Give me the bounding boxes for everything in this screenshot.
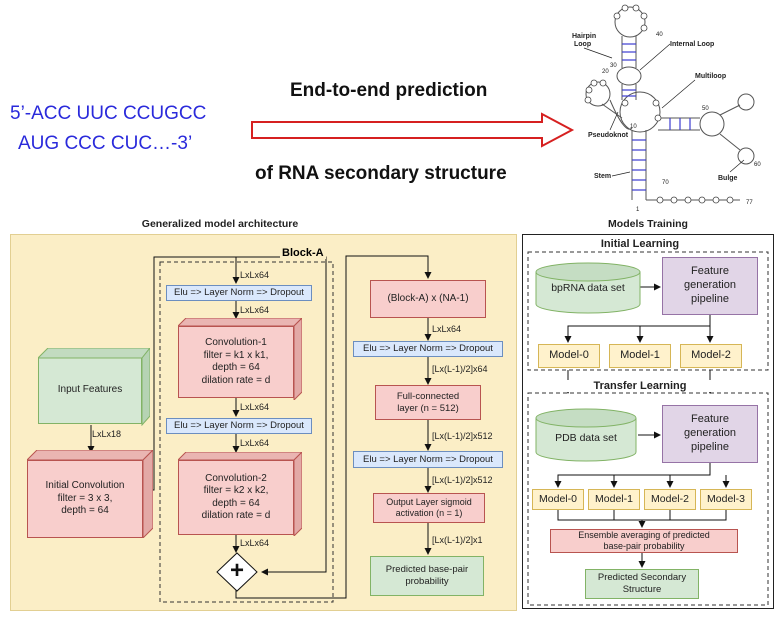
input-features-3d-top [38,348,150,426]
feature-generation-pipeline-1: Feature generation pipeline [662,257,758,315]
plus-icon: + [229,557,244,584]
sequence-line-1: 5’-ACC UUC CCUGCC [10,103,207,124]
elu-layernorm-dropout-3: Elu => Layer Norm => Dropout [353,341,503,357]
svg-text:50: 50 [702,106,709,112]
output-layer-box: Output Layer sigmoid activation (n = 1) [373,493,485,523]
dim-after-elu2: LxLx64 [240,438,270,448]
label-hairpin-loop: Hairpin [572,33,596,40]
block-a-title: Block-A [280,247,326,259]
transfer-model-3: Model-3 [700,489,752,510]
dim-after-elu1: LxLx64 [240,305,270,315]
svg-text:77: 77 [746,200,753,206]
dim-col2-a: LxLx64 [432,324,462,334]
convolution-2-box: Convolution-2 filter = k2 x k2, depth = … [178,460,294,535]
pdb-cylinder [535,408,637,462]
transfer-model-1: Model-1 [588,489,640,510]
svg-text:60: 60 [754,162,761,168]
add-node [216,552,258,592]
title-line-2: of RNA secondary structure [255,163,507,184]
svg-text:70: 70 [662,180,669,186]
block-a-repeat-label: (Block-A) x (NA-1) [387,292,469,304]
dim-block-top: LxLx64 [240,270,270,280]
elu-layernorm-dropout-4: Elu => Layer Norm => Dropout [353,451,503,468]
dim-col2-b: [Lx(L-1)/2]x64 [432,364,488,374]
svg-text:20: 20 [602,69,609,75]
training-title: Models Training [608,218,688,230]
label-multiloop: Multiloop [695,73,726,80]
dim-col2-e: [Lx(L-1)/2]x1 [432,535,483,545]
initial-model-2: Model-2 [680,344,742,368]
ensemble-averaging-box: Ensemble averaging of predicted base-pai… [550,529,738,553]
svg-text:Loop: Loop [574,41,591,48]
input-features-box: Input Features [38,358,142,424]
svg-text:30: 30 [610,63,617,69]
initial-learning-title: Initial Learning [600,238,680,250]
title-line-1: End-to-end prediction [290,80,488,101]
svg-text:10: 10 [630,124,637,130]
dim-after-conv1: LxLx64 [240,402,270,412]
label-stem: Stem [594,173,611,180]
input-features-label: Input Features [57,384,123,396]
sequence-line-2: AUG CCC CUC…-3’ [18,133,193,154]
transfer-model-0: Model-0 [532,489,584,510]
architecture-title: Generalized model architecture [141,218,299,230]
initial-model-1: Model-1 [609,344,671,368]
predicted-secondary-structure-box: Predicted Secondary Structure [585,569,699,599]
transfer-learning-title: Transfer Learning [560,380,720,392]
convolution-1-box: Convolution-1 filter = k1 x k1, depth = … [178,326,294,398]
svg-text:1: 1 [636,207,640,213]
block-a-repeat-box: (Block-A) x (NA-1) [370,280,486,318]
feature-generation-pipeline-2: Feature generation pipeline [662,405,758,463]
elu-layernorm-dropout-2: Elu => Layer Norm => Dropout [166,418,312,434]
pdb-label: PDB data set [555,432,617,444]
elu-layernorm-dropout-1: Elu => Layer Norm => Dropout [166,285,312,301]
initial-model-0: Model-0 [538,344,600,368]
dim-lxl18: LxLx18 [92,429,122,439]
transfer-model-2: Model-2 [644,489,696,510]
prediction-arrow [251,112,575,148]
svg-text:40: 40 [656,32,663,38]
dim-col2-c: [Lx(L-1)/2]x512 [432,431,493,441]
dim-col2-d: [Lx(L-1)/2]x512 [432,475,493,485]
rna-secondary-structure: Hairpin Loop Internal Loop Multiloop Pse… [572,4,761,213]
bprna-label: bpRNA data set [551,282,625,294]
predicted-base-pair-box: Predicted base-pair probability [370,556,484,596]
fully-connected-box: Full-connected layer (n = 512) [375,385,481,420]
bprna-cylinder [535,262,641,314]
label-bulge: Bulge [718,175,738,182]
label-internal-loop: Internal Loop [670,41,714,48]
initial-convolution-box: Initial Convolution filter = 3 x 3, dept… [27,460,143,538]
label-pseudoknot: Pseudoknot [588,132,629,139]
dim-after-conv2: LxLx64 [240,538,270,548]
conv2-3d-top [178,452,302,536]
